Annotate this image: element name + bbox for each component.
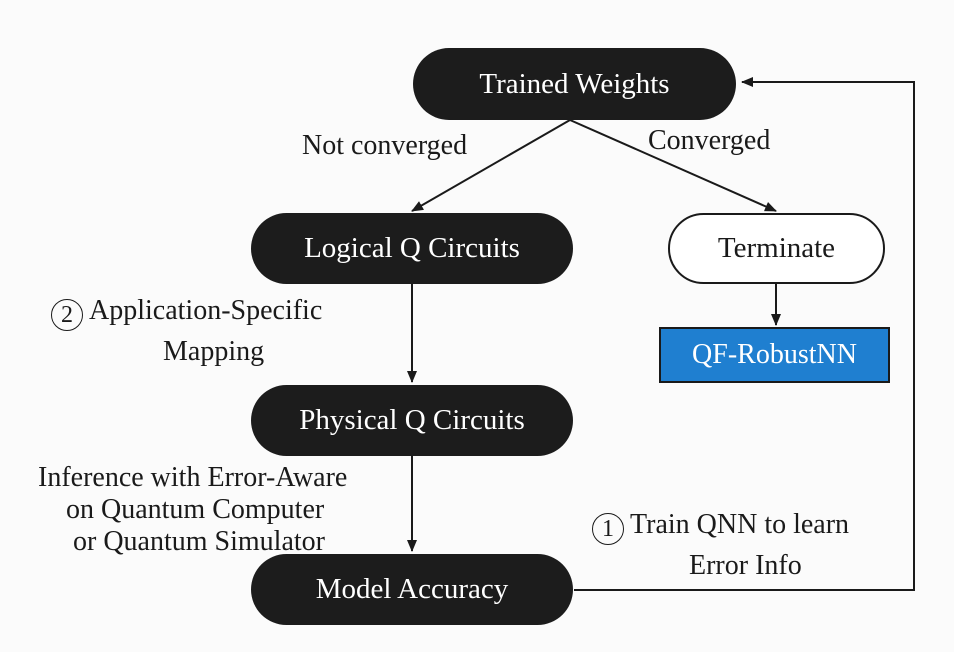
not-converged-label: Not converged bbox=[302, 130, 468, 161]
train-line-1: Train QNN to learn bbox=[630, 509, 850, 540]
terminate-node: Terminate bbox=[668, 213, 885, 284]
mapping-line-1: Application-Specific bbox=[89, 295, 323, 326]
train-line-2: Error Info bbox=[689, 550, 802, 581]
logical-circuits-label: Logical Q Circuits bbox=[304, 232, 520, 264]
step-2-marker: 2 bbox=[51, 299, 83, 331]
arrow-to-terminate bbox=[569, 119, 777, 212]
logical-circuits-node: Logical Q Circuits bbox=[251, 213, 573, 284]
step-1-marker: 1 bbox=[592, 513, 624, 545]
inference-line-3: or Quantum Simulator bbox=[73, 526, 325, 557]
converged-label: Converged bbox=[648, 125, 771, 156]
inference-line-2: on Quantum Computer bbox=[66, 494, 325, 525]
terminate-label: Terminate bbox=[717, 232, 836, 264]
feedback-loop-arrow bbox=[574, 77, 915, 591]
model-accuracy-node: Model Accuracy bbox=[251, 554, 573, 625]
physical-circuits-label: Physical Q Circuits bbox=[299, 404, 525, 436]
model-accuracy-label: Model Accuracy bbox=[315, 573, 509, 605]
qf-robustnn-box: QF-RobustNN bbox=[659, 327, 890, 383]
inference-line-1: Inference with Error-Aware bbox=[38, 462, 348, 493]
mapping-line-2: Mapping bbox=[163, 336, 265, 367]
trained-weights-node: Trained Weights bbox=[413, 48, 736, 120]
trained-weights-label: Trained Weights bbox=[479, 67, 670, 100]
arrow-to-logical-circuits bbox=[411, 119, 571, 212]
qf-robustnn-label: QF-RobustNN bbox=[692, 339, 857, 370]
physical-circuits-node: Physical Q Circuits bbox=[251, 385, 573, 456]
